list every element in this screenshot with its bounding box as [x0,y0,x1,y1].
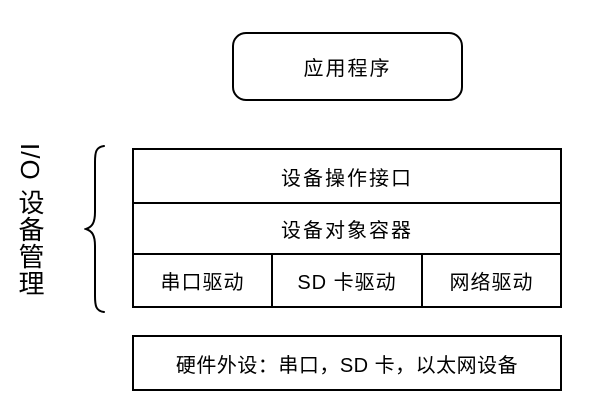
io-device-management-label: I/O 设备管理 [15,143,45,297]
device-container-label: 设备对象容器 [281,220,413,242]
hardware-peripherals-label: 硬件外设：串口，SD 卡，以太网设备 [175,354,519,377]
driver-sdcard-label: SD 卡驱动 [297,272,397,294]
driver-serial-label: 串口驱动 [160,272,245,294]
device-interface-label: 设备操作接口 [281,167,413,190]
device-interface-row: 设备操作接口 [134,150,560,202]
driver-cell-network: 网络驱动 [423,255,560,306]
hardware-peripherals-box: 硬件外设：串口，SD 卡，以太网设备 [132,335,562,391]
driver-cell-sdcard: SD 卡驱动 [271,255,423,306]
drivers-row: 串口驱动 SD 卡驱动 网络驱动 [134,253,560,306]
driver-network-label: 网络驱动 [449,272,534,294]
device-framework-stack: 设备操作接口 设备对象容器 串口驱动 SD 卡驱动 网络驱动 [132,148,562,308]
device-container-row: 设备对象容器 [134,202,560,253]
application-box-label: 应用程序 [303,58,392,80]
driver-cell-serial: 串口驱动 [134,255,271,306]
application-box: 应用程序 [232,32,463,101]
curly-brace-icon [84,145,105,313]
